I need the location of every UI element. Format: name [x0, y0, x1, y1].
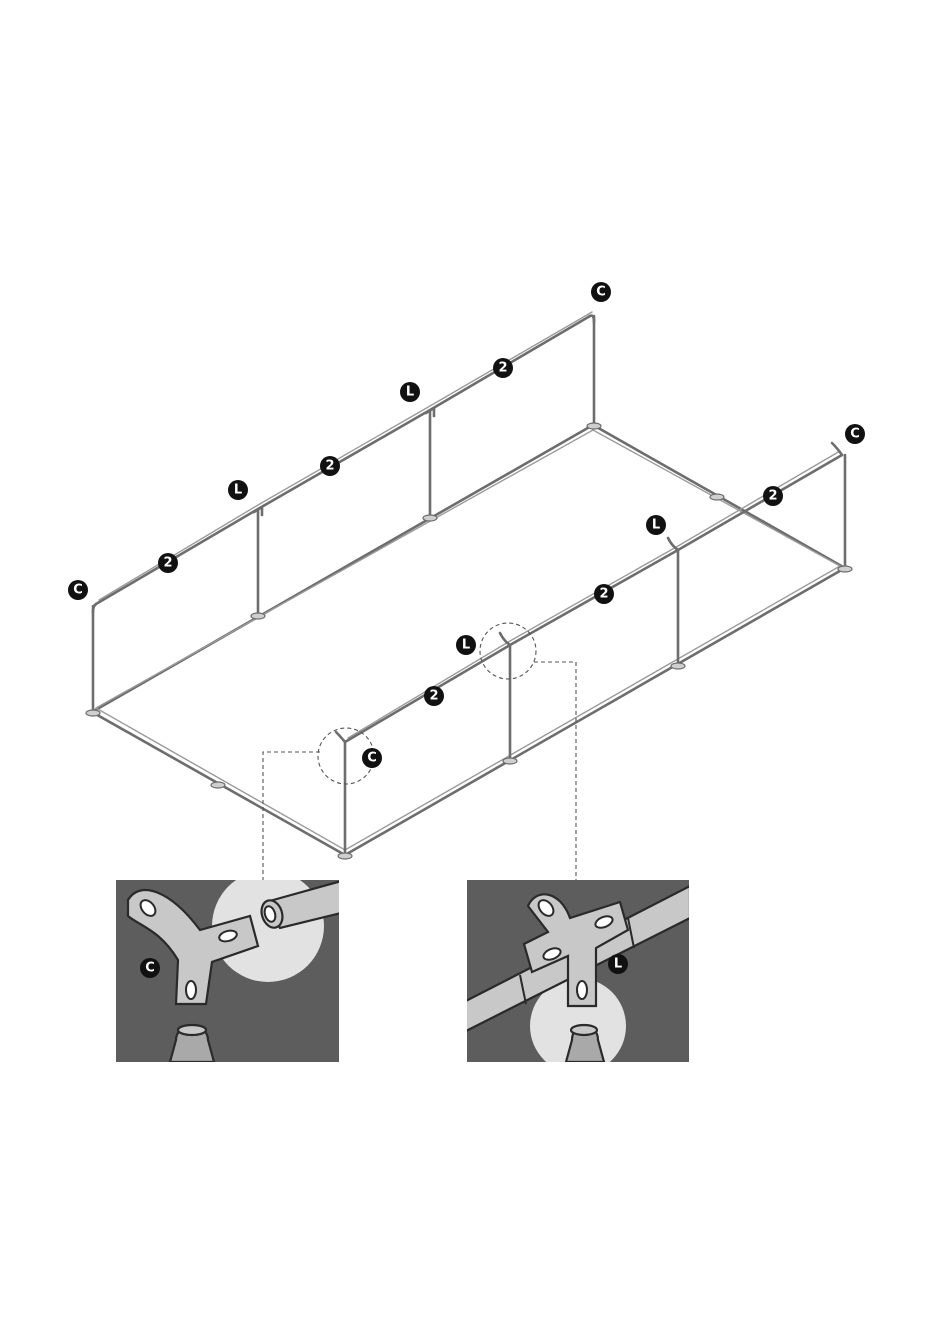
marker-label: L	[462, 638, 470, 653]
marker-l-back-2: L	[228, 480, 248, 500]
back-uprights	[93, 316, 594, 712]
detail-callouts	[263, 623, 576, 880]
marker-l-back-1: L	[400, 382, 420, 402]
pool-frame	[86, 312, 852, 880]
marker-label: 2	[768, 489, 777, 504]
marker-label: L	[652, 518, 660, 533]
marker-c-back-left: C	[68, 580, 88, 600]
marker-label: 2	[325, 459, 334, 474]
marker-c-front-right: C	[845, 424, 865, 444]
part-markers: C 2 L 2 L 2 C C	[68, 282, 865, 768]
front-uprights	[345, 455, 845, 855]
marker-label: L	[614, 957, 622, 972]
t-detail-marker: L	[608, 954, 628, 974]
marker-label: 2	[498, 361, 507, 376]
corner-detail-marker: C	[140, 958, 160, 978]
marker-2-back-1: 2	[493, 358, 513, 378]
marker-2-front-1: 2	[763, 486, 783, 506]
marker-label: 2	[429, 689, 438, 704]
marker-label: C	[596, 285, 606, 300]
marker-label: C	[73, 583, 83, 598]
marker-2-front-3: 2	[424, 686, 444, 706]
marker-l-front-1: L	[646, 515, 666, 535]
marker-label: L	[406, 385, 414, 400]
marker-label: C	[367, 751, 377, 766]
marker-l-front-2: L	[456, 635, 476, 655]
marker-2-back-3: 2	[158, 553, 178, 573]
marker-c-back-right: C	[591, 282, 611, 302]
marker-label: 2	[163, 556, 172, 571]
marker-2-front-2: 2	[594, 584, 614, 604]
marker-label: C	[850, 427, 860, 442]
marker-2-back-2: 2	[320, 456, 340, 476]
corner-joint-detail-panel: C	[116, 870, 345, 1062]
marker-label: L	[234, 483, 242, 498]
marker-label: C	[145, 961, 155, 976]
t-joint-detail-panel: L	[460, 880, 690, 1074]
marker-label: 2	[599, 587, 608, 602]
front-top-rail	[336, 443, 842, 742]
marker-c-front-left: C	[362, 748, 382, 768]
